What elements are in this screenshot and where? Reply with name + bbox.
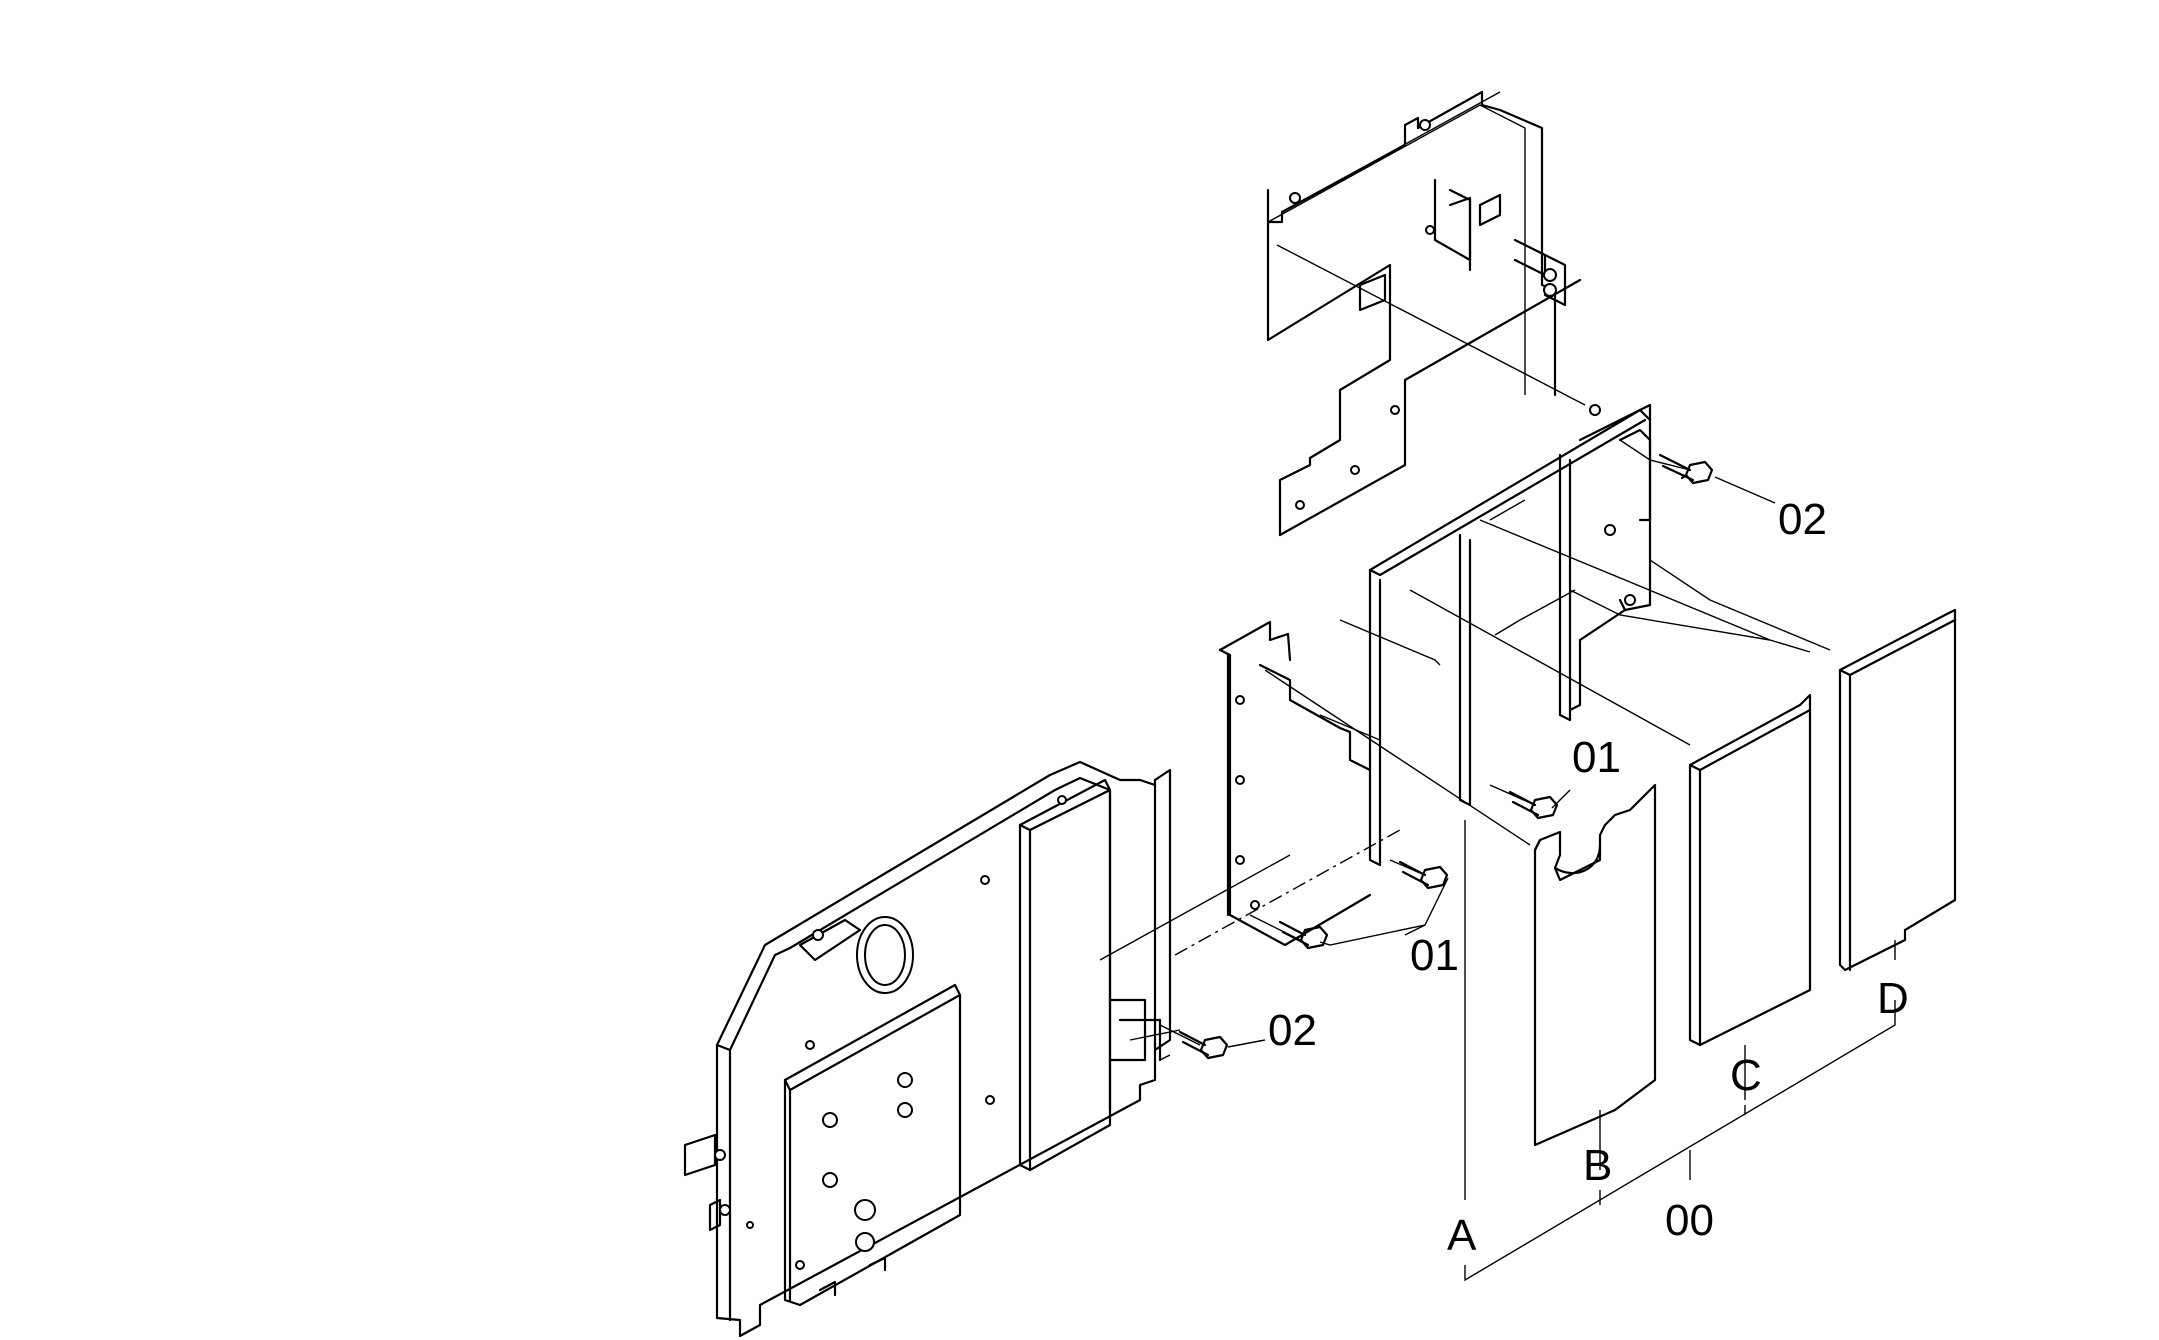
label-bolt-left: 02 <box>1268 1006 1317 1055</box>
left-mid-bracket <box>1218 620 1372 947</box>
upper-bracket-panel <box>1266 90 1582 537</box>
main-frame <box>1368 403 1652 867</box>
assembly-lines <box>1099 244 1831 1061</box>
screw-lower-a-icon <box>1398 860 1449 890</box>
label-screw-center: 01 <box>1572 733 1621 782</box>
label-assembly: 00 <box>1665 1196 1714 1245</box>
label-item-d: D <box>1877 974 1909 1023</box>
pad-b <box>1533 783 1657 1147</box>
label-item-a: A <box>1447 1211 1477 1260</box>
pad-c <box>1688 693 1812 1047</box>
bolt-left-icon <box>1178 1030 1229 1060</box>
large-left-panel <box>683 760 1172 1338</box>
label-screw-lower: 01 <box>1410 931 1459 980</box>
label-item-b: B <box>1583 1141 1612 1190</box>
label-bolt-upper-right: 02 <box>1778 495 1827 544</box>
leader-lines <box>1227 476 1896 1282</box>
callout-labels: 02 02 01 01 A B C D 00 <box>1268 495 1909 1260</box>
pad-d <box>1838 608 1957 972</box>
label-item-c: C <box>1730 1051 1762 1100</box>
bolt-upper-right-icon <box>1658 453 1714 485</box>
